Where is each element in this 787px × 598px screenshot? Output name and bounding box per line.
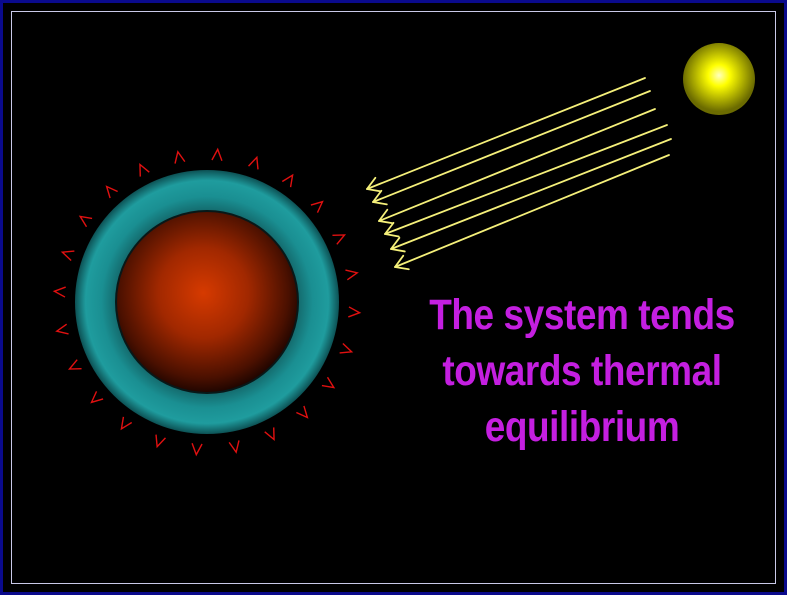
emission-arrows: [52, 147, 362, 457]
emission-arrow-21: [281, 173, 294, 188]
emission-arrow-6: [228, 440, 240, 454]
ray-arrowhead-4: [384, 221, 400, 238]
ray-4: [384, 124, 668, 235]
emission-arrow-18: [174, 150, 186, 164]
ray-1: [366, 77, 646, 190]
thermal-equilibrium-diagram: [52, 43, 755, 457]
incoming-rays: [366, 77, 672, 271]
emission-arrow-16: [105, 185, 118, 199]
emission-arrow-22: [310, 200, 324, 213]
ray-3: [378, 108, 656, 222]
emission-arrow-10: [90, 391, 104, 404]
slide-frame: [11, 11, 776, 584]
ray-arrowhead-6: [394, 254, 410, 271]
emission-arrow-11: [67, 359, 82, 370]
emission-arrow-23: [332, 234, 347, 245]
caption-line-2: towards thermal: [442, 347, 722, 395]
emission-arrow-17: [139, 162, 150, 177]
emission-arrow-12: [55, 323, 69, 335]
emission-arrow-14: [60, 250, 75, 261]
emission-arrow-8: [155, 434, 166, 449]
emission-arrow-1: [348, 306, 362, 318]
caption: The system tends towards thermal equilib…: [426, 287, 737, 455]
ray-arrowhead-1: [366, 176, 382, 193]
emission-arrow-24: [345, 269, 359, 281]
emission-arrow-5: [264, 427, 275, 442]
emission-arrow-15: [78, 215, 93, 228]
ray-arrowhead-3: [378, 208, 394, 225]
planet-icon: [115, 210, 299, 394]
ray-arrowhead-5: [390, 236, 406, 253]
emission-arrow-20: [248, 155, 259, 170]
caption-line-3: equilibrium: [484, 403, 680, 451]
emission-arrow-2: [339, 343, 354, 354]
ray-arrowhead-2: [372, 189, 388, 206]
emission-arrow-19: [211, 147, 223, 161]
ray-6: [394, 154, 670, 268]
emission-arrow-13: [52, 286, 66, 298]
ray-5: [390, 138, 672, 250]
sun-icon: [683, 43, 755, 115]
ray-2: [372, 90, 651, 203]
emission-arrow-9: [120, 416, 133, 431]
emission-arrow-7: [191, 443, 203, 457]
emission-arrow-3: [321, 376, 336, 389]
caption-line-1: The system tends: [429, 291, 735, 339]
emission-arrow-4: [296, 405, 309, 419]
